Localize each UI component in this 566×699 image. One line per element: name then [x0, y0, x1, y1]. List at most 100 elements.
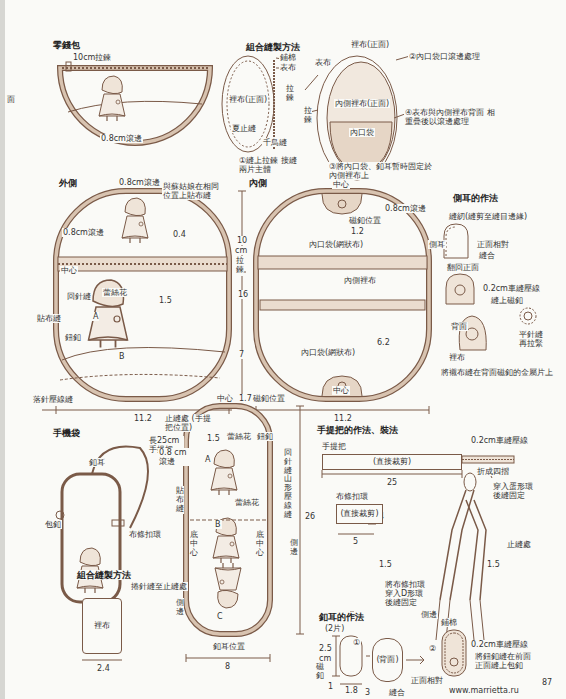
part-label: ④表布與內側裡布背面 相重疊後以滾邊處理: [404, 108, 496, 126]
part-label: 穿入蛋形環 後縫固定: [492, 482, 540, 500]
part-label: 0.4: [172, 230, 187, 239]
part-label: 捲針縫至止縫處: [130, 582, 188, 591]
part-label: 6.2: [376, 338, 391, 347]
part-label: 中心: [332, 386, 350, 395]
part-label: 0.8cm滾邊: [62, 228, 105, 237]
pattern-piece: 手提把(直接裁剪): [322, 454, 462, 470]
part-label: 翻回正面: [446, 263, 480, 272]
part-label: 內側裡布: [343, 276, 377, 285]
piece-label: 裡布: [94, 621, 110, 630]
part-label: 夏止縫: [231, 124, 257, 133]
vertical-label: 貼布縫: [176, 486, 184, 514]
vertical-label: 側邊: [176, 598, 184, 618]
section-heading: 手提把的作法、裝法: [316, 425, 399, 435]
part-label: 中心: [216, 394, 234, 403]
part-label: 鋪棉: [440, 618, 458, 627]
part-label: 與蘇姑娘在相同 位置上貼布縫: [162, 182, 226, 200]
piece-label: (背面): [376, 655, 398, 664]
part-label: 內側裡布(正面): [334, 99, 390, 108]
part-label: 將布條扣環 穿入D形環 後縫固定: [384, 580, 432, 608]
part-label: B: [118, 352, 126, 361]
part-label: 裡布: [448, 353, 466, 362]
tab-steps: [332, 630, 466, 684]
section-heading: 組合縫製方法: [76, 570, 132, 580]
part-label: 1.7: [238, 394, 253, 403]
part-label: 10cm拉鍊: [72, 53, 112, 62]
phone-bag: [56, 406, 304, 662]
part-label: 1.8: [344, 686, 359, 695]
vertical-label: 底中心: [190, 530, 198, 558]
part-label: 3: [364, 688, 371, 697]
vertical-label: 底中心: [256, 530, 264, 558]
part-label: 2.5: [318, 644, 333, 653]
part-label: ②: [428, 644, 437, 653]
part-label: 10: [236, 236, 248, 245]
part-label: 將鈕釦縫在前面 正面縫上包釦: [474, 652, 540, 670]
section-heading: 釦耳的作法: [318, 612, 365, 622]
vertical-label: 回針縫山形壓線縫: [284, 448, 292, 520]
vertical-label: 側邊: [290, 538, 298, 558]
part-label: 0.2cm車縫壓線: [482, 284, 541, 293]
part-label: C: [216, 612, 224, 621]
piece-heading: 布條扣環: [335, 492, 369, 501]
part-label: 1.5: [206, 434, 221, 443]
part-label: 止縫處: [506, 540, 532, 549]
part-label: 裡布(正面): [228, 95, 268, 104]
part-label: 千鳥縫: [262, 138, 288, 147]
part-label: 縫合: [478, 251, 496, 260]
part-label: 11.2: [333, 414, 353, 423]
part-label: 回針縫: [66, 292, 92, 301]
inner-panel: [256, 191, 429, 414]
part-label: 0.8cm滾邊: [384, 204, 427, 213]
part-label: 側邊: [420, 610, 438, 619]
coin-purse: [60, 62, 210, 143]
part-label: 面: [6, 95, 16, 104]
section-heading: 側耳的作法: [452, 193, 499, 203]
part-label: 0.2cm車縫壓線: [470, 640, 529, 649]
part-label: 蕾絲花: [102, 288, 128, 297]
part-label: 正面相對: [410, 676, 444, 685]
part-label: ①縫上拉鍊 接縫兩片主體: [238, 156, 300, 174]
part-label: ③將內口袋、釦耳暫時固定於 內側裡布上: [328, 162, 440, 180]
part-label: 8: [224, 662, 231, 671]
part-label: 磁釦位置: [252, 394, 286, 403]
part-label: 釦耳: [88, 458, 106, 467]
piece-label: (直接裁剪): [373, 457, 411, 466]
part-label: 縫紉(縫剪至縫目邊緣): [448, 212, 528, 221]
part-label: cm: [234, 246, 248, 255]
part-label: 釦耳位置: [212, 642, 246, 651]
part-label: 裡布(正面): [350, 40, 390, 49]
part-label: 0.2cm車縫壓線: [470, 436, 529, 445]
part-label: 25: [386, 478, 398, 487]
part-label: 平針縫 再拉緊: [518, 330, 548, 348]
vertical-label: 拉鍊: [304, 106, 312, 126]
part-label: 落針壓線縫: [32, 395, 74, 404]
pattern-piece: 裡布: [82, 598, 122, 654]
section-heading: 手機袋: [52, 428, 81, 438]
part-label: 1.5: [486, 560, 501, 569]
part-label: www.marrietta.ru: [448, 686, 520, 695]
part-label: 縫上磁釦: [490, 296, 524, 305]
part-label: 內口袋: [349, 128, 375, 137]
part-label: 鋪棉: [279, 53, 297, 62]
part-label: (2片): [324, 624, 345, 633]
vertical-label: 拉鍊: [286, 84, 294, 104]
part-label: 16: [237, 290, 249, 299]
piece-label: (直接裁剪): [340, 509, 378, 518]
section-heading: 外側: [58, 178, 78, 188]
part-label: ②內口袋口滾邊處理: [408, 52, 481, 61]
part-label: 26: [304, 512, 316, 521]
part-label: 7: [238, 350, 245, 359]
part-label: 包釦: [44, 520, 62, 529]
part-label: 縫合: [388, 688, 406, 697]
part-label: ①: [352, 638, 361, 647]
section-heading: 內側: [248, 178, 268, 188]
part-label: 側耳: [428, 240, 446, 249]
part-label: 背面: [450, 322, 468, 331]
part-label: 將襯布縫在背面磁釦的金屬片上: [440, 368, 554, 377]
part-label: 鈕釦: [64, 333, 82, 342]
part-label: 止縫處 (手提把位置): [164, 414, 216, 432]
part-label: 磁釦位置: [348, 216, 382, 225]
part-label: 1.5: [378, 560, 393, 569]
part-label: A: [92, 312, 99, 321]
